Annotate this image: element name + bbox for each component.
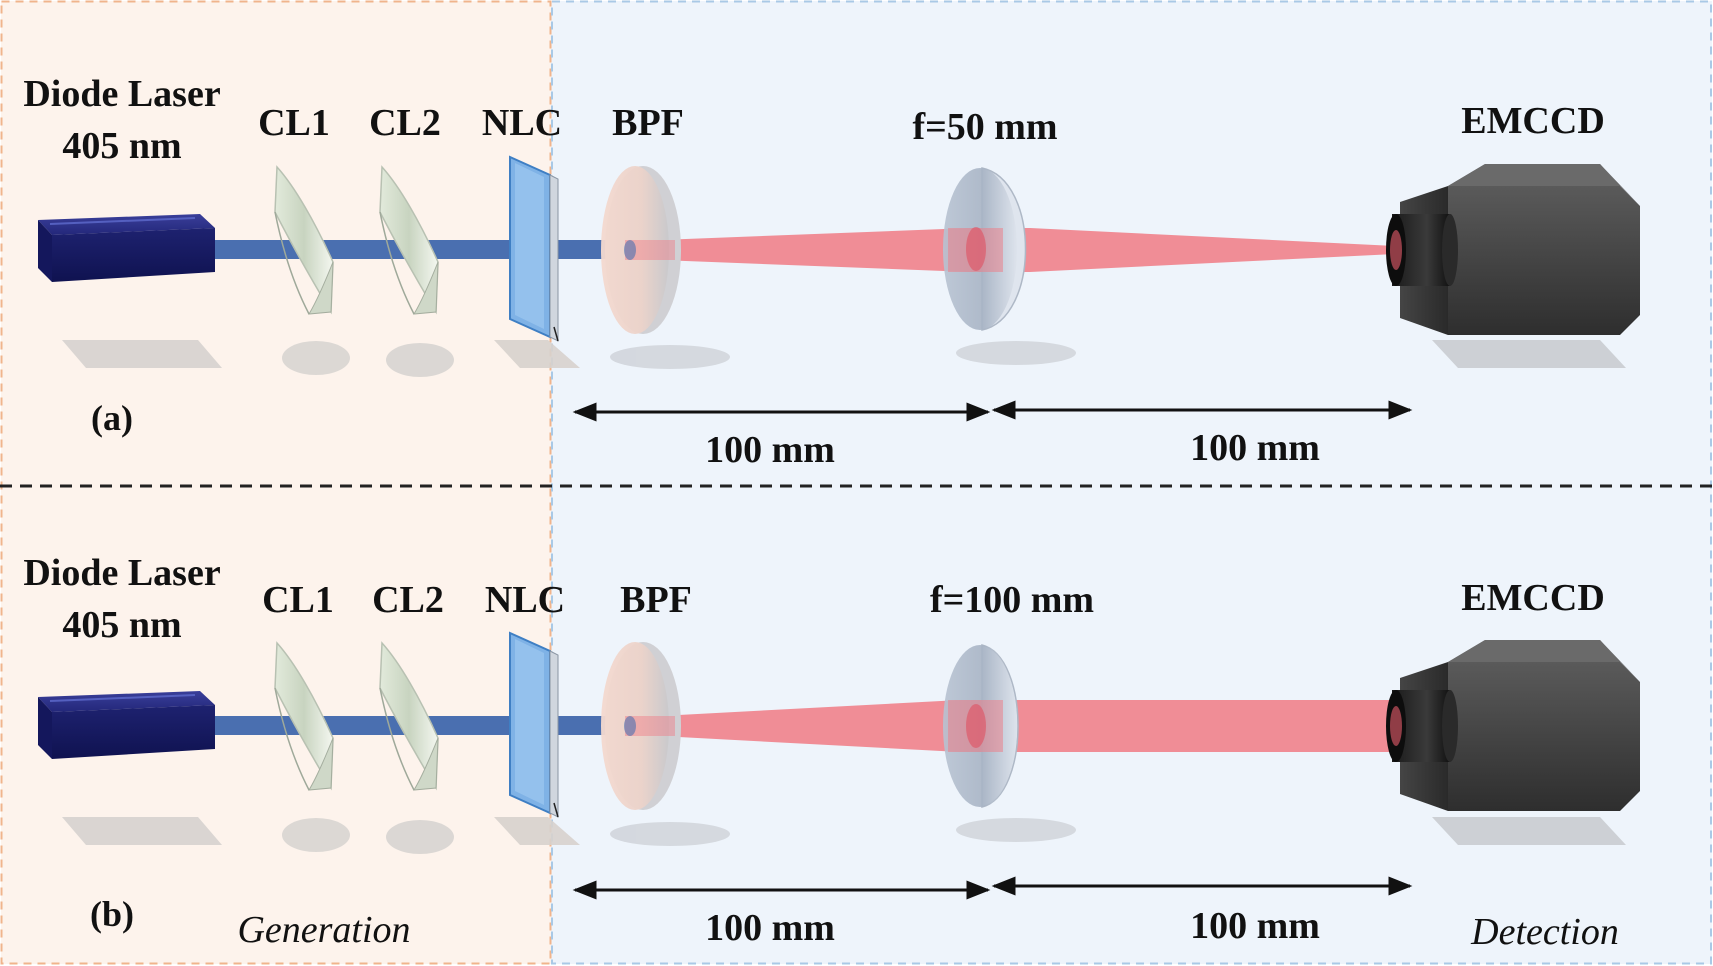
panel-a-lens-label: f=50 mm [912, 106, 1057, 148]
generation-zone-label: Generation [237, 909, 410, 951]
generation-zone-background [1, 1, 551, 964]
panel-a-shadows [62, 340, 1626, 377]
panel-a-nlc-label: NLC [482, 102, 562, 144]
panel-a-laser-label-line1: Diode Laser [23, 73, 221, 115]
panel-a-cl2-label: CL2 [369, 102, 441, 144]
panel-b-nlc-label: NLC [485, 579, 565, 621]
panel-b-tag: (b) [90, 894, 134, 934]
panel-b-emccd-camera [1386, 640, 1640, 811]
panel-b-distance2-label: 100 mm [1190, 905, 1320, 947]
detection-zone-border [551, 0, 1712, 965]
panel-a-distance1-label: 100 mm [705, 429, 835, 471]
panel-a-distance2-label: 100 mm [1190, 427, 1320, 469]
panel-a-bpf-filter [601, 166, 681, 334]
panel-a-diode-laser [37, 213, 216, 283]
panel-a-nlc-crystal [509, 156, 559, 342]
panel-a-emccd-camera [1386, 164, 1640, 335]
panel-b-bpf-label: BPF [620, 579, 692, 621]
panel-a-cl1-label: CL1 [258, 102, 330, 144]
panel-a-detector-label: EMCCD [1461, 100, 1605, 142]
panel-b-nlc-crystal [509, 632, 559, 818]
panel-b-diode-laser [37, 690, 216, 760]
panel-a-focusing-lens [943, 167, 1027, 331]
panel-b-detector-label: EMCCD [1461, 577, 1605, 619]
panel-b-cl2-label: CL2 [372, 579, 444, 621]
panel-a-laser-label-line2: 405 nm [62, 125, 181, 167]
panel-b-focusing-lens [943, 644, 1019, 808]
panel-a-tag: (a) [91, 398, 133, 438]
panel-b-lens-label: f=100 mm [930, 579, 1094, 621]
panel-b-cl1-label: CL1 [262, 579, 334, 621]
generation-zone-border [0, 0, 552, 965]
panel-b-laser-label-line2: 405 nm [62, 604, 181, 646]
panel-b: Diode Laser 405 nm CL1 CL2 NLC BPF f=100… [23, 552, 1640, 949]
panel-a: Diode Laser 405 nm CL1 CL2 NLC BPF f=50 … [23, 73, 1640, 471]
panel-b-bpf-filter [601, 642, 681, 810]
panel-a-bpf-label: BPF [612, 102, 684, 144]
detection-zone-label: Detection [1470, 911, 1619, 953]
panel-b-shadows [62, 817, 1626, 854]
panel-b-distance1-label: 100 mm [705, 907, 835, 949]
panel-b-laser-label-line1: Diode Laser [23, 552, 221, 594]
